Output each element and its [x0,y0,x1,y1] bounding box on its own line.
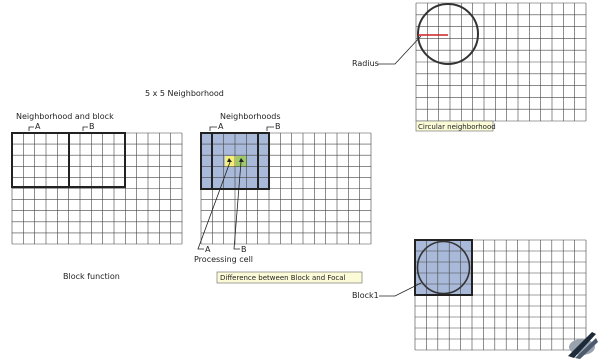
block-function-grid [11,132,183,245]
circular-caption-text: Circular neighborhood [418,123,496,131]
mid-b-top-label: B [275,122,281,131]
block1-outline [414,239,473,296]
block1-fill [415,240,472,295]
mid-b-bottom-label: B [241,245,247,254]
processing-b-arrow [239,158,244,162]
block-function-figure: Neighborhood and block A B Block functio… [11,112,183,281]
block1-leader [379,282,422,297]
left-b-label: B [89,122,95,131]
left-a-label: A [35,122,41,131]
processing-a-arrow [227,158,232,162]
radius-label: Radius [352,59,379,68]
neighborhoods-label: Neighborhoods [220,112,281,121]
neighborhood-and-block-label: Neighborhood and block [16,112,114,121]
mid-a-bottom-leader [197,161,231,250]
logo-swoosh [568,332,596,358]
block1-figure: Block1 [352,239,587,351]
mid-a-top-label: A [218,122,224,131]
focal-neighborhood-figure: 5 x 5 Neighborhood Neighborhoods A B A B… [145,89,372,284]
neighborhood-b-outline [211,132,270,190]
block-b-outline [68,132,126,188]
circular-grid [415,2,587,122]
circular-caption-box [415,120,494,132]
block-a-outline [11,132,70,188]
block1-circle [416,240,471,295]
publisher-logo [568,332,598,359]
mid-b-bottom-leader [233,161,242,250]
mid-a-bottom-label: A [205,245,211,254]
block1-label: Block1 [352,291,379,300]
processing-cell-label: Processing cell [194,255,253,264]
block-function-caption: Block function [63,272,120,281]
five-by-five-title: 5 x 5 Neighborhood [145,89,224,98]
circular-neighborhood-figure: Radius Circular neighborhood [352,2,587,132]
difference-caption-box [216,271,363,284]
circular-neighborhood-circle [417,3,479,65]
difference-caption-text: Difference between Block and Focal [220,274,346,282]
mid-a-top-leader [209,126,217,131]
mid-b-top-leader [266,126,274,131]
logo-swoosh-2 [575,338,598,359]
left-b-leader [82,126,88,131]
left-a-leader [28,126,34,131]
radius-leader [377,35,422,65]
